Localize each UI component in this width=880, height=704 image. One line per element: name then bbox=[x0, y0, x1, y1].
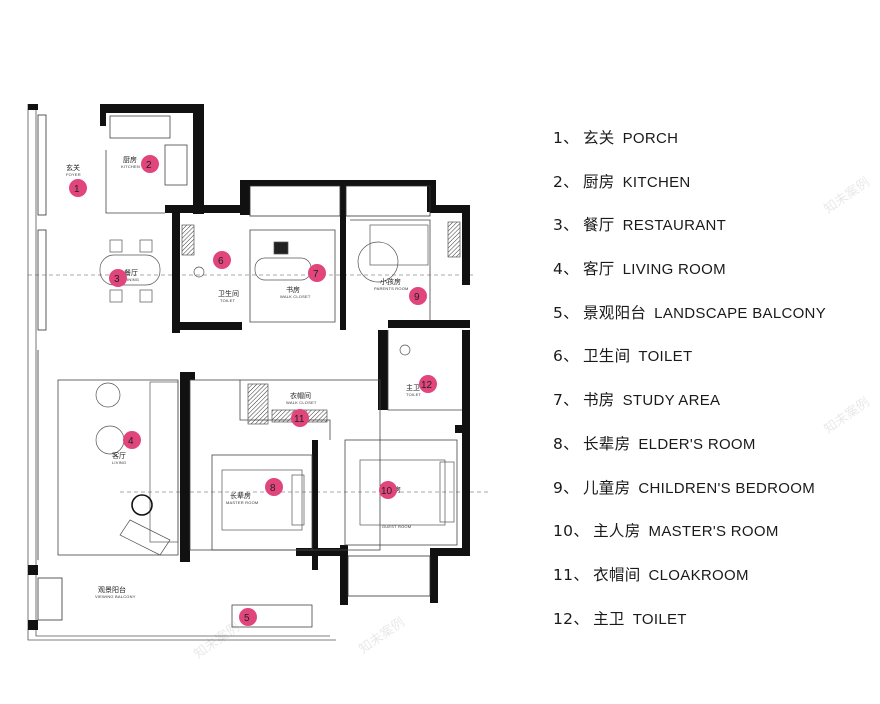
floor-plan: 玄关 FOYER 厨房 KITCHEN 餐厅 DINING 卫生间 TOILET… bbox=[27, 104, 490, 641]
partitions bbox=[57, 115, 462, 628]
room-study-cn: 书房 bbox=[286, 285, 300, 294]
room-elder-en: MASTER ROOM bbox=[226, 500, 258, 505]
room-elder-cn: 长辈房 bbox=[230, 491, 251, 500]
marker-12: 12 bbox=[419, 375, 437, 393]
room-toilet-en: TOILET bbox=[220, 298, 235, 303]
svg-text:2: 2 bbox=[146, 160, 152, 171]
marker-5: 5 bbox=[239, 608, 257, 626]
room-study-en: WALK CLOSET bbox=[280, 294, 311, 299]
svg-text:4: 4 bbox=[128, 436, 134, 447]
marker-4: 4 bbox=[123, 431, 141, 449]
room-porch-en: FOYER bbox=[66, 172, 81, 177]
marker-7: 7 bbox=[308, 264, 326, 282]
svg-text:7: 7 bbox=[313, 269, 319, 280]
marker-6: 6 bbox=[213, 251, 231, 269]
room-balcony-cn: 观景阳台 bbox=[98, 585, 126, 594]
svg-text:1: 1 bbox=[74, 184, 80, 195]
svg-text:3: 3 bbox=[114, 274, 120, 285]
marker-2: 2 bbox=[141, 155, 159, 173]
room-porch-cn: 玄关 bbox=[66, 163, 80, 172]
windows bbox=[37, 114, 431, 621]
marker-3: 3 bbox=[109, 269, 127, 287]
outline bbox=[27, 104, 490, 641]
room-toilet-cn: 卫生间 bbox=[218, 289, 239, 298]
marker-10: 10 bbox=[379, 481, 397, 499]
room-kids-en: PARENTS ROOM bbox=[374, 286, 409, 291]
room-cloak-en: WALK CLOSET bbox=[286, 400, 317, 405]
svg-text:9: 9 bbox=[414, 292, 420, 303]
floor-plan-svg: 玄关 FOYER 厨房 KITCHEN 餐厅 DINING 卫生间 TOILET… bbox=[27, 104, 490, 641]
marker-9: 9 bbox=[409, 287, 427, 305]
room-dining-cn: 餐厅 bbox=[124, 268, 138, 277]
room-dining-en: DINING bbox=[124, 277, 139, 282]
marker-11: 11 bbox=[291, 409, 309, 427]
svg-text:11: 11 bbox=[294, 414, 305, 425]
room-living-cn: 客厅 bbox=[112, 451, 126, 460]
room-markers: 1 2 3 4 5 6 7 8 9 10 11 12 bbox=[69, 155, 437, 626]
room-kids-cn: 小孩房 bbox=[380, 277, 401, 286]
room-master-toilet-cn: 主卫 bbox=[406, 383, 420, 392]
room-master-toilet-en: TOILET bbox=[406, 392, 421, 397]
room-kitchen-cn: 厨房 bbox=[123, 155, 137, 164]
svg-text:6: 6 bbox=[218, 256, 224, 267]
room-cloak-cn: 衣帽间 bbox=[290, 391, 311, 400]
svg-text:10: 10 bbox=[381, 486, 393, 497]
marker-1: 1 bbox=[69, 179, 87, 197]
svg-text:8: 8 bbox=[270, 483, 276, 494]
room-balcony-en: VIEWING BALCONY bbox=[95, 594, 136, 599]
svg-text:5: 5 bbox=[244, 613, 250, 624]
room-kitchen-en: KITCHEN bbox=[121, 164, 140, 169]
room-labels: 玄关 FOYER 厨房 KITCHEN 餐厅 DINING 卫生间 TOILET… bbox=[66, 155, 421, 599]
marker-8: 8 bbox=[265, 478, 283, 496]
svg-text:12: 12 bbox=[421, 380, 433, 391]
walls bbox=[28, 104, 470, 630]
room-master-en: GUEST ROOM bbox=[382, 524, 411, 529]
room-living-en: LIVING bbox=[112, 460, 126, 465]
